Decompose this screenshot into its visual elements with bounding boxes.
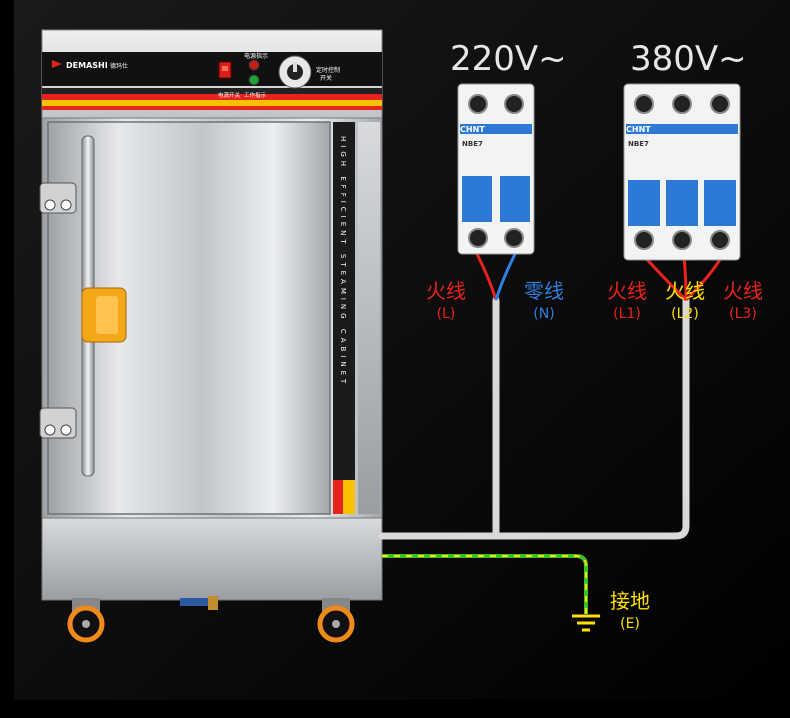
neutral-code: (N) [533,306,554,322]
neutral-wire [494,251,518,301]
door-side-strip [333,122,355,514]
lower-hinge [39,407,77,439]
breaker-2p-toggle-right[interactable] [500,176,530,222]
neutral-label: 零线 [524,279,564,303]
live2-label: 火线 [665,279,705,303]
breaker-2p-brand: CHNT [460,125,485,134]
timer-switch-label-2: 开关 [320,74,332,82]
power-indicator-light [248,59,260,71]
drain-label [180,598,208,606]
live1-label: 火线 [607,279,647,303]
power-switch-label: 电源开关 [218,91,241,99]
voltage-220-label: 220V~ [450,39,567,79]
power-indicator-label: 电源指示 [244,52,268,60]
breaker-3p-toggle-2[interactable] [666,180,698,226]
single-live-label: 火线 [426,279,466,303]
control-panel [42,52,382,86]
breaker-2p-toggle-left[interactable] [462,176,492,222]
live2-code: (L2) [671,306,699,322]
live3-code: (L3) [729,306,757,322]
main-cable [378,296,690,540]
brand-logo: DEMASHI 德玛仕 [52,60,128,70]
cables [378,251,724,614]
drain-valve [208,596,218,610]
logo-icon [52,60,62,68]
logo-text: DEMASHI [66,61,108,70]
live1-code: (L1) [613,306,641,322]
breaker-3p: CHNT NBE7 [623,83,741,261]
live3-label: 火线 [723,279,763,303]
right-wheel [317,598,355,643]
single-live-wire [474,251,498,301]
upper-hinge [39,182,77,214]
ground-icon [572,614,600,632]
steam-cabinet: DEMASHI 德玛仕 电源指示 定时控制 开关 电源开关 工作指示 HIGH … [39,29,383,643]
door-strip-text: HIGH EFFICIENT STEAMING CABINET [339,136,347,387]
work-indicator-label: 工作指示 [244,91,267,99]
left-wheel [67,598,105,643]
ground-code: (E) [620,616,640,632]
breaker-3p-brand: CHNT [626,125,651,134]
breaker-2p: CHNT NBE7 [457,83,535,255]
breaker-3p-model: NBE7 [628,140,649,148]
voltage-380-label: 380V~ [630,39,747,79]
cabinet-base [41,517,383,601]
work-indicator-light [248,74,260,86]
breaker-2p-model: NBE7 [462,140,483,148]
logo-subtext: 德玛仕 [110,62,128,70]
timer-switch-label-1: 定时控制 [316,66,340,74]
single-live-code: (L) [437,306,456,322]
breaker-3p-toggle-3[interactable] [704,180,736,226]
breaker-3p-toggle-1[interactable] [628,180,660,226]
ground-label: 接地 [610,589,650,613]
